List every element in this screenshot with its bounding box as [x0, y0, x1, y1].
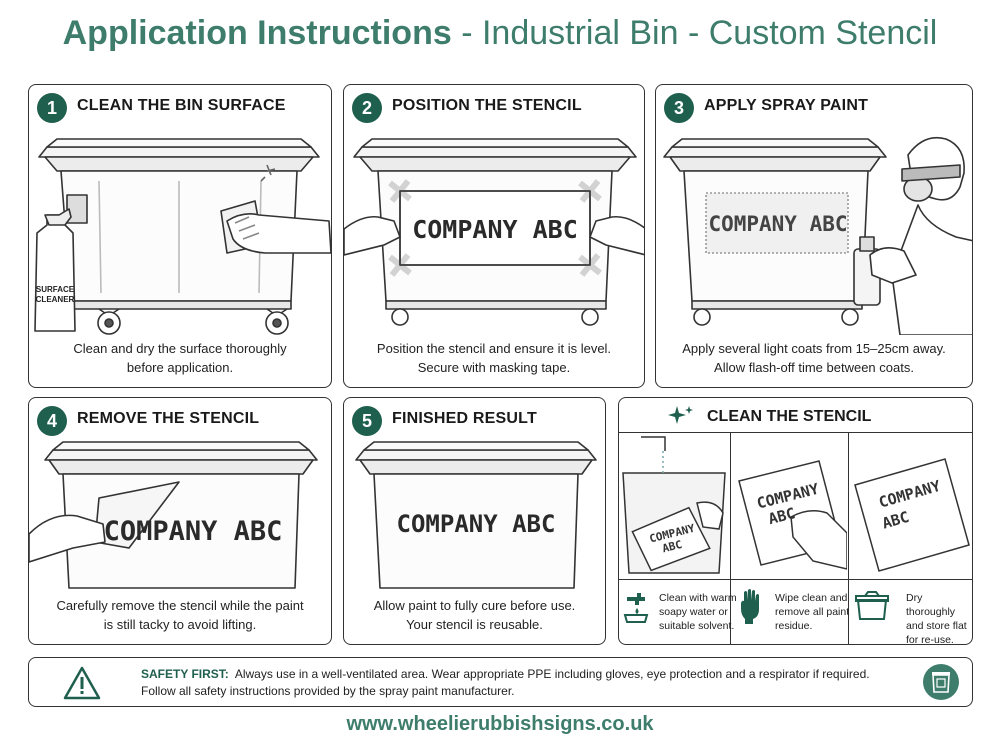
stencil-text-step5: COMPANY ABC — [397, 510, 556, 538]
tips-divider — [619, 579, 972, 580]
step-3-panel: 3 APPLY SPRAY PAINT COMPANY ABC Apply se… — [655, 84, 973, 388]
step-1-badge: 1 — [37, 93, 67, 123]
stencil-text-step2: COMPANY ABC — [412, 215, 578, 244]
glove-icon — [741, 589, 759, 624]
bin-cleaning-illustration: SURFACE CLEANER — [34, 138, 331, 335]
page-title: Application Instructions - Industrial Bi… — [0, 14, 1000, 53]
footer-url[interactable]: www.wheelierubbishsigns.co.uk — [346, 713, 654, 735]
step-1-title: CLEAN THE BIN SURFACE — [77, 97, 286, 114]
step-3-caption: Apply several light coats from 15–25cm a… — [682, 341, 946, 375]
bottle-label-line2: CLEANER — [36, 295, 75, 304]
clean-cell-wash: COMPANY ABC — [619, 433, 731, 644]
clean-stencil-grid: COMPANY ABC COMPANY ABC COMPANY ABC — [619, 432, 972, 644]
clean-stencil-title: CLEAN THE STENCIL — [707, 408, 872, 425]
stencil-text-step4: COMPANY ABC — [104, 516, 283, 547]
warning-triangle-icon — [63, 666, 101, 700]
safety-line1: Always use in a well-ventilated area. We… — [234, 667, 870, 681]
dry-stencil-illustration: COMPANY ABC — [854, 458, 970, 572]
safety-text: SAFETY FIRST: Always use in a well-venti… — [141, 666, 870, 700]
step-1-caption: Clean and dry the surface thoroughly bef… — [73, 341, 287, 375]
title-bold: Application Instructions — [62, 14, 452, 52]
step-5-badge: 5 — [352, 406, 382, 436]
safety-label: SAFETY FIRST: — [141, 667, 229, 681]
safety-line2: Follow all safety instructions provided … — [141, 684, 515, 698]
tip-wash-text: Clean with warm soapy water or suitable … — [659, 592, 737, 632]
clean-cell-dry: COMPANY ABC — [849, 433, 972, 644]
bin-logo-icon — [923, 664, 959, 700]
step-3-badge: 3 — [664, 93, 694, 123]
clean-stencil-panel: CLEAN THE STENCIL COMPANY ABC — [618, 397, 973, 645]
finished-bin-illustration: COMPANY ABC — [355, 441, 597, 589]
sink-washing-illustration: COMPANY ABC — [622, 436, 726, 574]
stencil-removal-illustration: COMPANY ABC — [29, 441, 318, 589]
step-4-badge: 4 — [37, 406, 67, 436]
step-1-panel: 1 CLEAN THE BIN SURFACE SURFACE CLEAN — [28, 84, 332, 388]
spray-painting-illustration: COMPANY ABC — [663, 136, 972, 335]
step-5-panel: 5 FINISHED RESULT COMPANY ABC Allow pain… — [343, 397, 606, 645]
stencil-positioning-illustration: COMPANY ABC — [344, 138, 644, 326]
step-3-title: APPLY SPRAY PAINT — [704, 97, 869, 114]
bottle-label-line1: SURFACE — [36, 285, 75, 294]
wipe-illustration: COMPANY ABC — [738, 460, 848, 570]
step-2-caption: Position the stencil and ensure it is le… — [376, 341, 612, 375]
stencil-text-step3: COMPANY ABC — [708, 212, 847, 236]
clean-cell-wipe: COMPANY ABC — [731, 433, 849, 644]
step-2-panel: 2 POSITION THE STENCIL COMPANY ABC Posit… — [343, 84, 645, 388]
step-4-title: REMOVE THE STENCIL — [77, 410, 260, 427]
sink-stencil-line2: ABC — [661, 538, 683, 555]
sparkle-icon — [668, 406, 693, 424]
step-4-caption: Carefully remove the stencil while the p… — [56, 598, 304, 632]
step-4-panel: 4 REMOVE THE STENCIL COMPANY ABC Careful… — [28, 397, 332, 645]
step-5-title: FINISHED RESULT — [392, 410, 537, 427]
tip-wipe-text: Wipe clean and remove all paint residue. — [775, 592, 850, 632]
step-5-caption: Allow paint to fully cure before use. Yo… — [373, 598, 576, 632]
tip-dry-text: Dry thoroughly and store flat for re-use… — [906, 592, 967, 645]
step-2-title: POSITION THE STENCIL — [392, 97, 582, 114]
water-tap-icon — [623, 593, 649, 623]
safety-bar: SAFETY FIRST: Always use in a well-venti… — [28, 657, 973, 707]
step-2-badge: 2 — [352, 93, 382, 123]
title-rest: - Industrial Bin - Custom Stencil — [451, 14, 938, 52]
storage-box-icon — [855, 591, 889, 620]
